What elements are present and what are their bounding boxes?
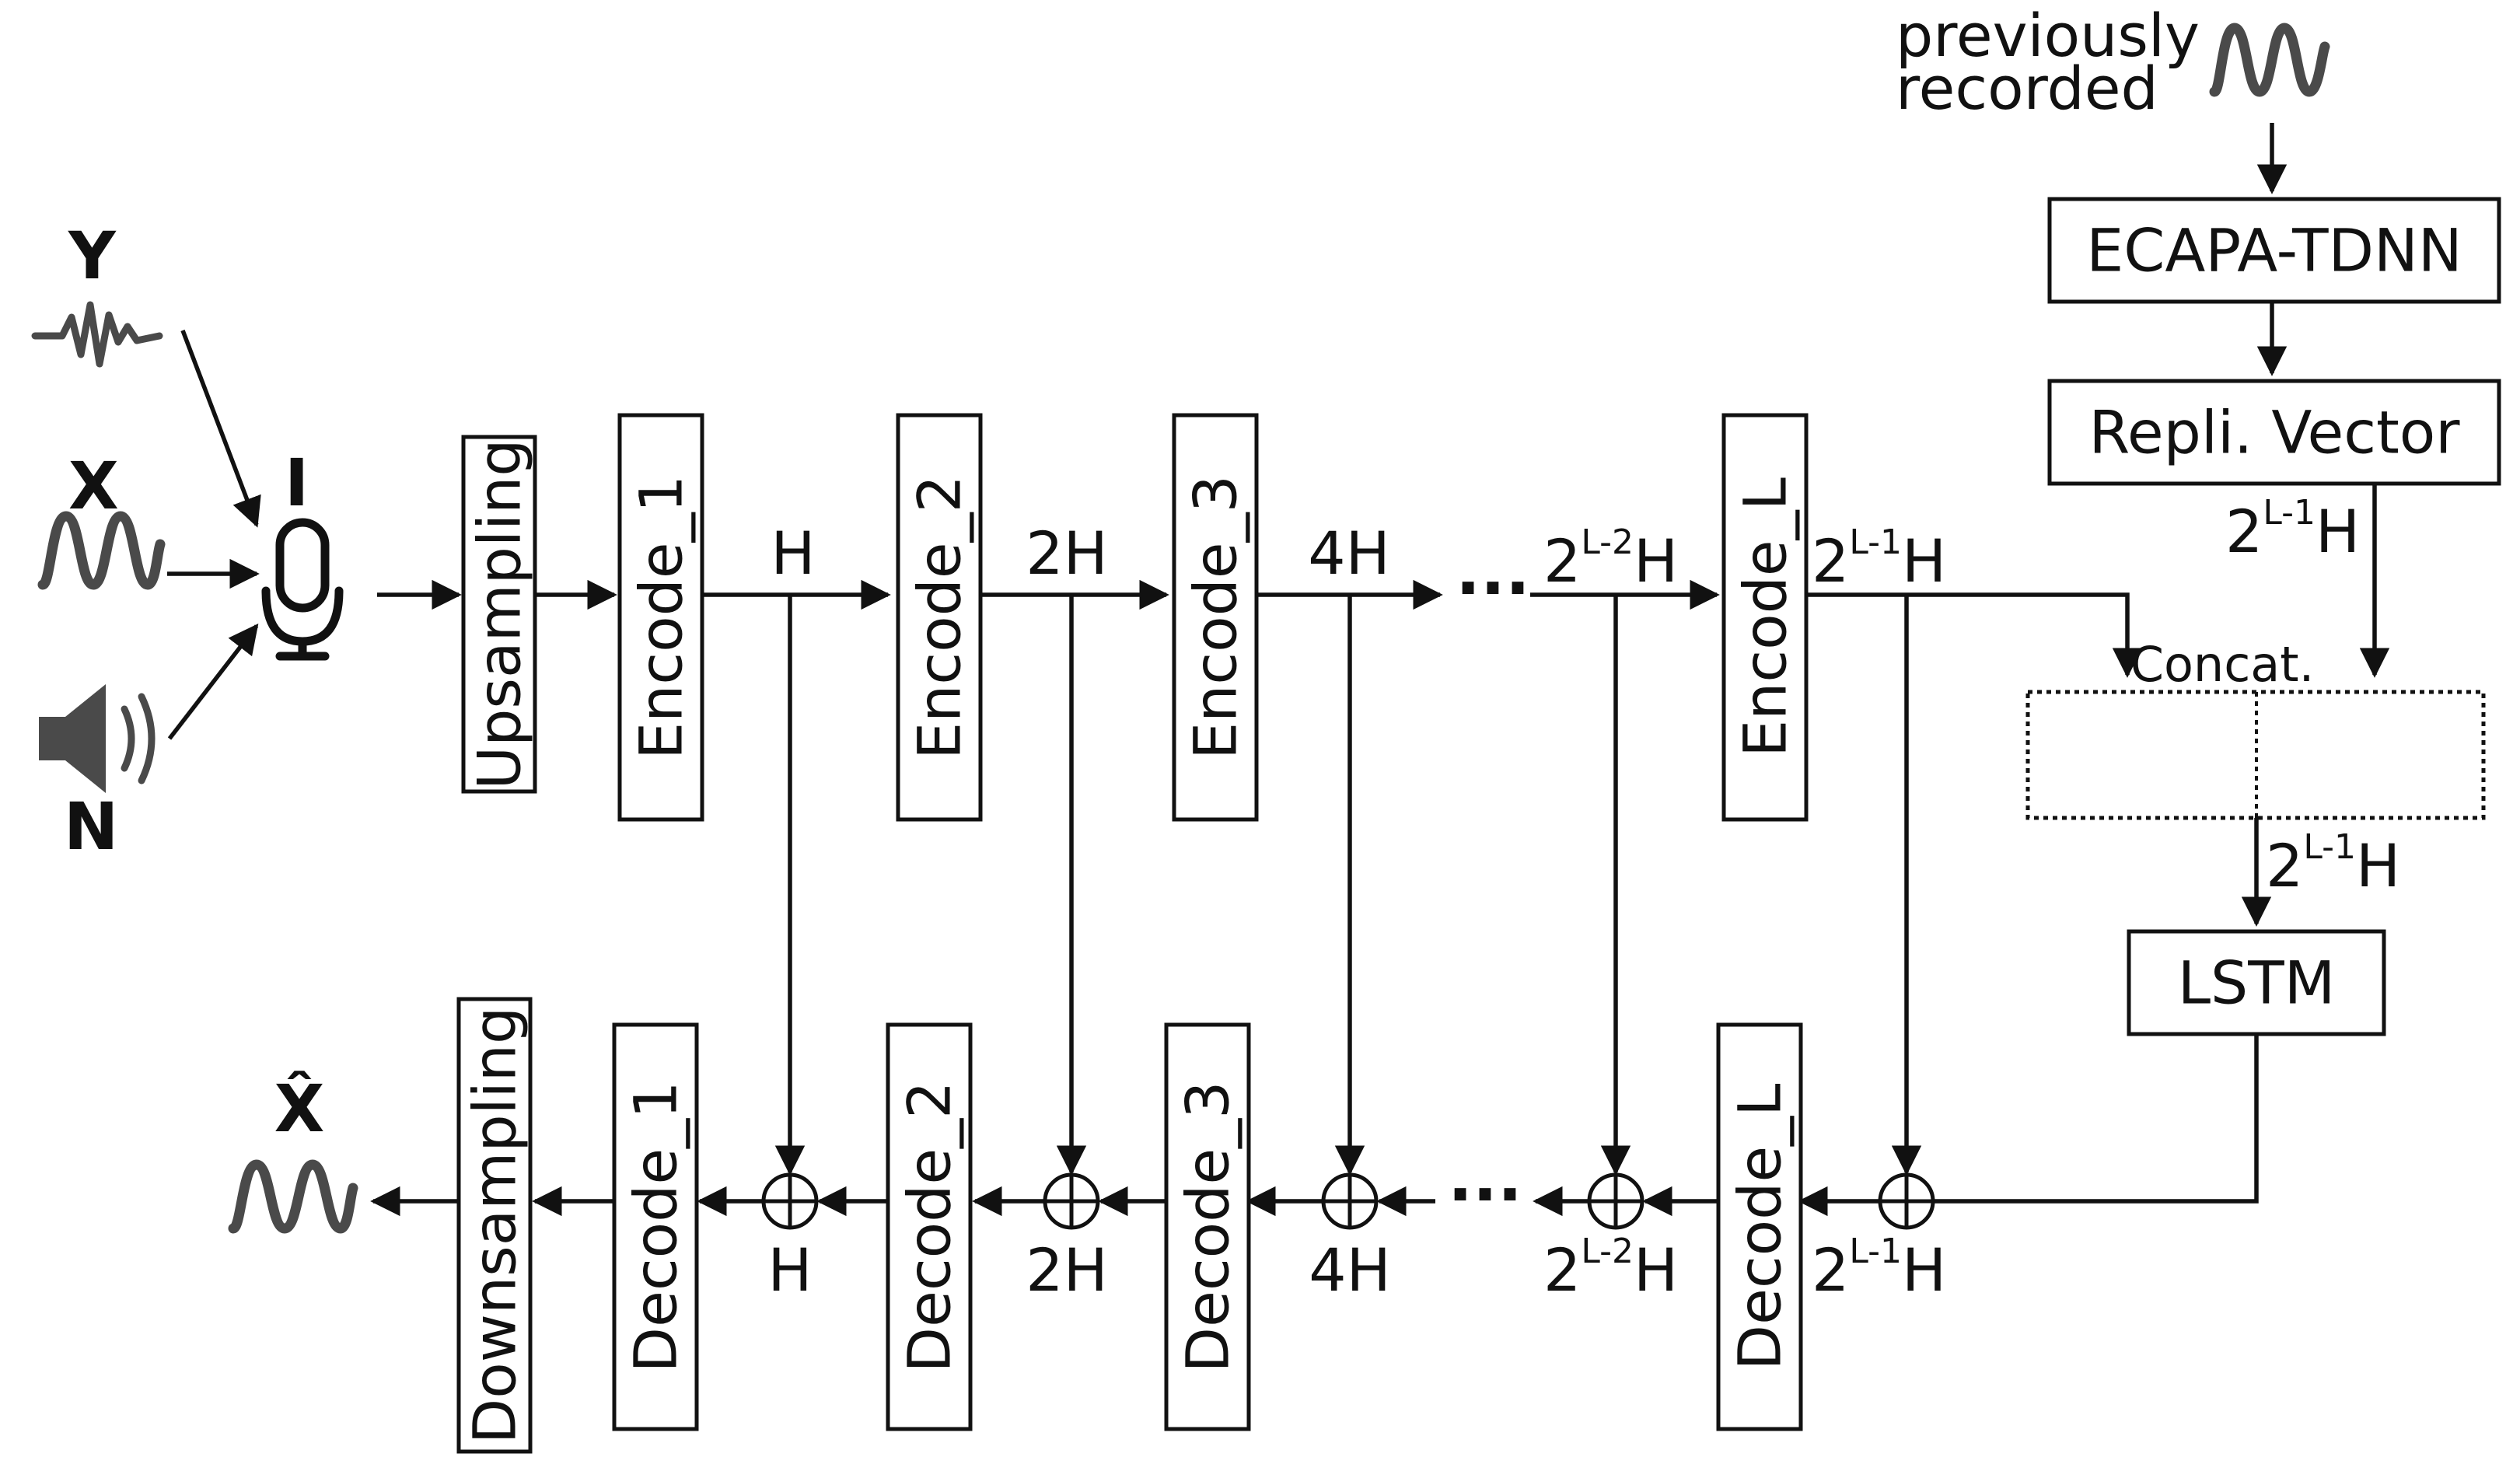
y-to-mic-arrow xyxy=(180,330,261,528)
dec-dim-4h: 4H xyxy=(1309,1235,1391,1305)
decode-1-block xyxy=(612,1022,699,1431)
upsampling-label: Upsampling xyxy=(465,439,534,790)
upsampling-block xyxy=(461,435,537,794)
enc-dim-4h: 4H xyxy=(1308,519,1390,588)
y-label: Y xyxy=(68,218,117,294)
encode-1-block xyxy=(617,413,704,822)
encode-l-label: Encode_L xyxy=(1731,477,1800,757)
decode-l-label: Decode_L xyxy=(1725,1084,1795,1371)
x-label: X xyxy=(68,448,119,524)
microphone-icon xyxy=(261,518,344,661)
enc-dim-2l2h: 2L-2H xyxy=(1543,522,1678,596)
sum-node-1 xyxy=(761,1172,819,1230)
decode-2-label: Decode_2 xyxy=(895,1081,964,1373)
n-to-mic-arrow xyxy=(167,623,259,740)
decode-3-block xyxy=(1164,1022,1251,1431)
sum-node-l2 xyxy=(1587,1172,1644,1230)
concat-dim-2l1h: 2L-1H xyxy=(2266,827,2400,900)
dec-dim-2l1h: 2L-1H xyxy=(1812,1232,1946,1305)
i-label: I xyxy=(285,445,309,521)
enc-ellipsis: ··· xyxy=(1456,550,1530,626)
dec-dim-2l2h: 2L-2H xyxy=(1543,1232,1678,1305)
enc-dim-2h: 2H xyxy=(1026,519,1108,588)
enrollment-waveform-icon xyxy=(2209,23,2330,97)
encode-1-label: Encode_1 xyxy=(627,475,696,760)
dec-ellipsis: ··· xyxy=(1448,1156,1522,1232)
downsampling-label: Downsampling xyxy=(460,1007,530,1444)
ecapa-tdnn-label: ECAPA-TDNN xyxy=(2086,216,2462,285)
dec-dim-2h: 2H xyxy=(1026,1235,1108,1305)
output-waveform-icon xyxy=(228,1159,358,1234)
enc-dim-h: H xyxy=(771,519,815,588)
clean-waveform-icon xyxy=(37,511,166,590)
repli-vector-label: Repli. Vector xyxy=(2088,398,2460,467)
encode-2-block xyxy=(896,413,983,822)
ecapa-tdnn-block xyxy=(2047,197,2501,304)
decode-2-block xyxy=(886,1022,973,1431)
repli-dim-2l1h: 2L-1H xyxy=(2225,493,2360,566)
dec-dim-h: H xyxy=(767,1235,812,1305)
concat-label: Concat. xyxy=(2130,636,2315,693)
sum-node-l1 xyxy=(1878,1172,1935,1230)
x-hat-label: X̂ xyxy=(274,1071,325,1147)
encode-3-label: Encode_3 xyxy=(1181,475,1250,760)
decode-3-label: Decode_3 xyxy=(1173,1081,1243,1373)
decode-l-block xyxy=(1716,1022,1803,1431)
noisy-waveform-icon xyxy=(31,301,163,368)
encode-3-block xyxy=(1172,413,1259,822)
previously-recorded-label-2: recorded xyxy=(1896,54,2158,123)
decode-1-label: Decode_1 xyxy=(621,1081,690,1373)
sum-node-3 xyxy=(1321,1172,1379,1230)
sum-node-2 xyxy=(1043,1172,1100,1230)
repli-vector-block xyxy=(2047,379,2501,486)
lstm-label: LSTM xyxy=(2178,949,2336,1018)
encode-2-label: Encode_2 xyxy=(905,475,974,760)
downsampling-block xyxy=(456,997,533,1454)
encodeL-to-concat-arrow xyxy=(1806,592,2143,678)
n-label: N xyxy=(64,788,118,865)
lstm-to-sum-L-line xyxy=(1900,1034,2259,1217)
previously-recorded-label: previously xyxy=(1896,1,2200,70)
speaker-icon xyxy=(39,684,156,793)
encode-l-block xyxy=(1721,413,1809,822)
enc-dim-2l1h: 2L-1H xyxy=(1812,522,1946,596)
lstm-block xyxy=(2127,929,2386,1036)
